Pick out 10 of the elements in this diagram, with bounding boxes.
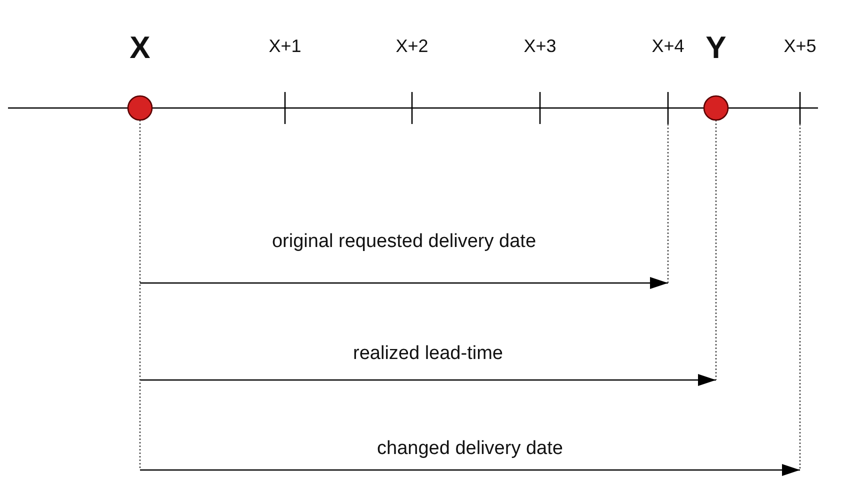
tick-label: X+1 [268,36,302,57]
tick-label: X+5 [782,36,818,57]
tick-label: X+4 [650,36,686,57]
arrow [140,464,800,476]
arrow [140,374,716,386]
arrow [140,277,668,289]
point-label: X [128,30,152,66]
tick-label: X+2 [394,36,430,57]
tick-label: X+3 [522,36,558,57]
point-label: Y [704,30,728,66]
